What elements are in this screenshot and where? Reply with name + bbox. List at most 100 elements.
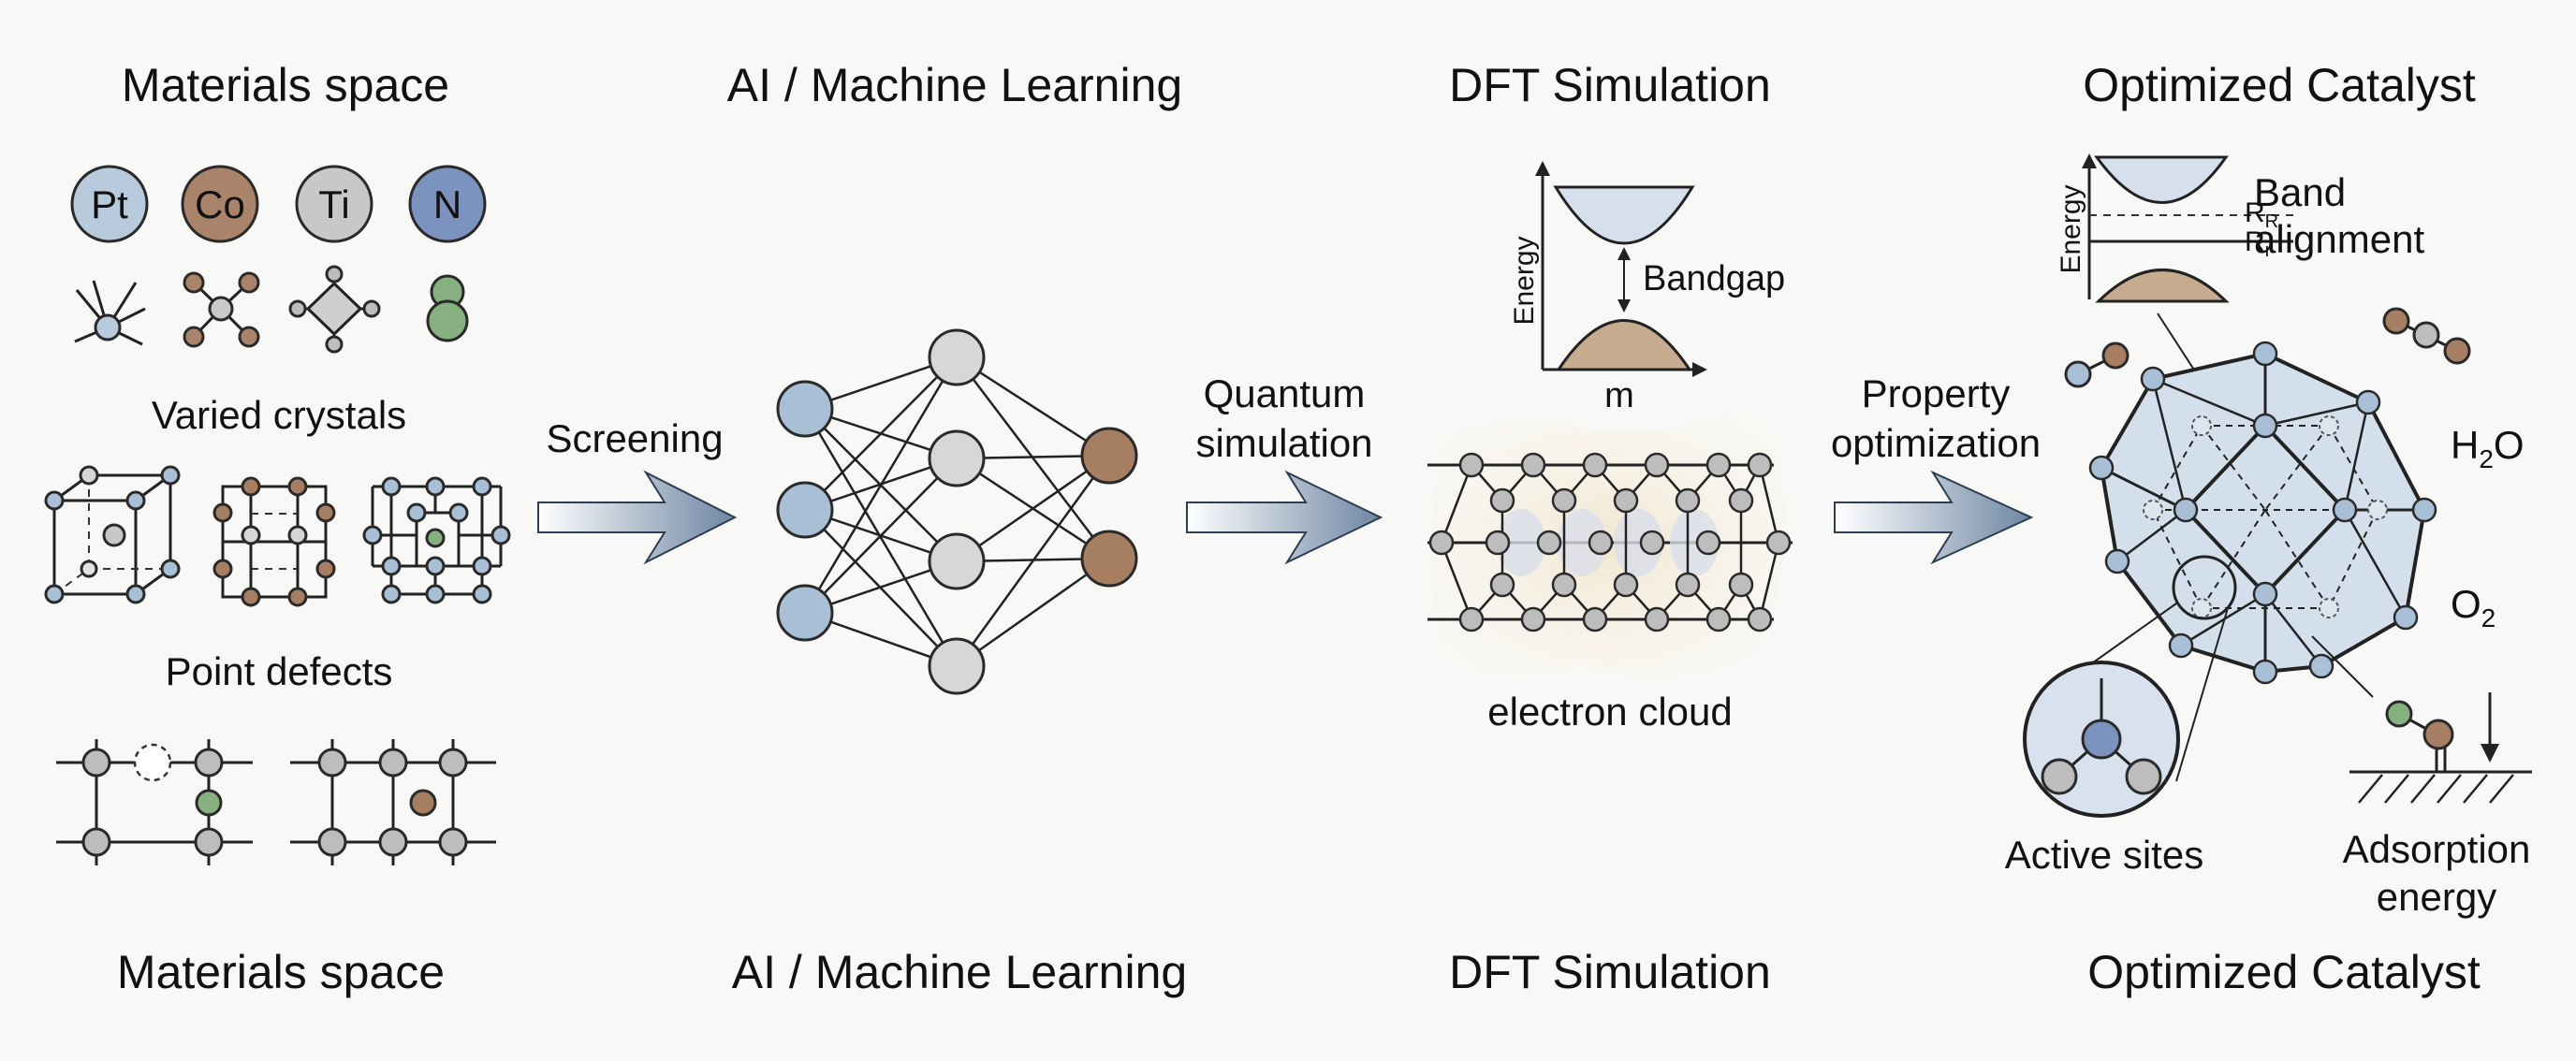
dft-band-chart: Bandgap Energy m bbox=[1509, 161, 1785, 415]
lattice-atom bbox=[1705, 452, 1732, 478]
energy-axis-label: Energy bbox=[1509, 236, 1540, 325]
network-edge bbox=[956, 454, 1110, 563]
valence-band bbox=[1556, 319, 1692, 371]
varied-crystals-label: Varied crystals bbox=[152, 393, 406, 437]
property-label-2: optimization bbox=[1831, 421, 2041, 465]
network-node bbox=[776, 380, 834, 438]
molecule-left bbox=[2064, 342, 2130, 388]
network-node bbox=[776, 584, 834, 642]
lattice-atom bbox=[1765, 530, 1792, 556]
cluster-hidden-atom bbox=[2143, 500, 2163, 520]
cluster-atom bbox=[2088, 455, 2115, 481]
cluster-atom bbox=[2252, 659, 2278, 685]
network-node bbox=[928, 637, 986, 695]
lattice-atom bbox=[1747, 452, 1773, 478]
cluster-atom bbox=[2252, 413, 2278, 439]
network-node bbox=[1080, 427, 1138, 485]
lattice-atom bbox=[1551, 572, 1577, 598]
lattice-atom bbox=[1536, 530, 1562, 556]
r-upper-label: RR bbox=[2245, 197, 2278, 232]
lattice-atom bbox=[1582, 452, 1608, 478]
network-node bbox=[1080, 530, 1138, 588]
network-edge bbox=[803, 356, 959, 614]
cluster-atom bbox=[2140, 366, 2166, 392]
catalyst-cluster bbox=[2088, 341, 2437, 685]
m-axis-label: m bbox=[1604, 376, 1634, 415]
network-node bbox=[928, 532, 986, 590]
cluster-hidden-atom bbox=[2319, 598, 2339, 618]
cluster-hidden-atom bbox=[2367, 500, 2388, 520]
band-alignment-chart: Energy RR Rr Band alignment bbox=[2056, 153, 2424, 303]
lattice-atom bbox=[1485, 530, 1511, 556]
lattice-atom bbox=[1520, 452, 1546, 478]
cluster-atom bbox=[2411, 497, 2437, 523]
lattice-atom bbox=[1588, 530, 1614, 556]
header-ml-top: AI / Machine Learning bbox=[727, 59, 1182, 111]
header-ml-bottom: AI / Machine Learning bbox=[732, 946, 1187, 998]
adsorption-sketch bbox=[2311, 635, 2532, 804]
cluster-atom bbox=[2393, 604, 2419, 631]
network-edge bbox=[804, 458, 958, 614]
element-pt: Pt bbox=[70, 165, 149, 243]
band-label-1: Band bbox=[2254, 170, 2346, 214]
r-lower-label: Rr bbox=[2245, 226, 2272, 261]
cluster-atom bbox=[2104, 548, 2130, 574]
crystal-hex bbox=[212, 476, 336, 607]
energy-axis-label-2: Energy bbox=[2056, 184, 2086, 273]
lattice-atom bbox=[1695, 530, 1721, 556]
network-edge bbox=[956, 557, 1110, 668]
cluster-atom bbox=[2308, 653, 2334, 679]
lattice-atom bbox=[1728, 487, 1754, 514]
lattice-atom bbox=[1582, 606, 1608, 632]
element-n: N bbox=[408, 165, 487, 243]
cluster-atom bbox=[2173, 497, 2199, 523]
cluster-hidden-atom bbox=[2191, 598, 2212, 618]
network-edge bbox=[803, 408, 959, 667]
lattice-atom bbox=[1489, 572, 1515, 598]
lattice-atom bbox=[1705, 606, 1732, 632]
lattice-atom bbox=[1458, 452, 1485, 478]
electron-cloud-lattice bbox=[1427, 414, 1793, 676]
element-row: Pt Co Ti N bbox=[70, 165, 487, 243]
adsorption-label-2: energy bbox=[2377, 875, 2496, 919]
crystal-lattice bbox=[362, 476, 511, 604]
header-catalyst-bottom: Optimized Catalyst bbox=[2087, 946, 2481, 998]
lattice-atom bbox=[1613, 572, 1639, 598]
active-site-zoom bbox=[2023, 555, 2237, 818]
header-dft-top: DFT Simulation bbox=[1449, 59, 1771, 111]
adsorption-label-1: Adsorption bbox=[2343, 827, 2531, 871]
conduction-band bbox=[1553, 185, 1695, 245]
lattice-atom bbox=[1728, 572, 1754, 598]
header-materials-bottom: Materials space bbox=[117, 946, 445, 998]
cluster-atom bbox=[2252, 581, 2278, 607]
h2o-label: H2O bbox=[2451, 423, 2525, 473]
arrow-screening bbox=[537, 470, 738, 565]
network-node bbox=[928, 429, 986, 487]
cluster-atom bbox=[2355, 389, 2381, 415]
point-defects-label: Point defects bbox=[166, 649, 393, 693]
property-label-1: Property bbox=[1862, 371, 2011, 415]
element-ti-label: Ti bbox=[318, 182, 349, 226]
element-co-label: Co bbox=[195, 182, 245, 226]
lattice-atom bbox=[1675, 572, 1701, 598]
lattice-atom bbox=[1747, 606, 1773, 632]
electron-cloud-label: electron cloud bbox=[1487, 690, 1733, 734]
network-edge bbox=[955, 455, 1111, 667]
defect-interstitial bbox=[290, 739, 496, 865]
header-catalyst-top: Optimized Catalyst bbox=[2083, 59, 2476, 111]
o2-label: O2 bbox=[2451, 582, 2496, 632]
cluster-atom bbox=[2332, 497, 2358, 523]
element-n-label: N bbox=[433, 182, 461, 226]
crystal-cube bbox=[44, 465, 181, 604]
bandgap-label: Bandgap bbox=[1643, 259, 1785, 298]
lattice-atom bbox=[1428, 530, 1455, 556]
lattice-atom bbox=[1644, 452, 1670, 478]
lattice-atom bbox=[1644, 606, 1670, 632]
dft-lattice bbox=[1427, 452, 1793, 632]
network-edge bbox=[956, 356, 1110, 458]
element-co: Co bbox=[181, 165, 259, 243]
element-pt-label: Pt bbox=[91, 182, 128, 226]
defect-vacancy bbox=[56, 739, 253, 865]
